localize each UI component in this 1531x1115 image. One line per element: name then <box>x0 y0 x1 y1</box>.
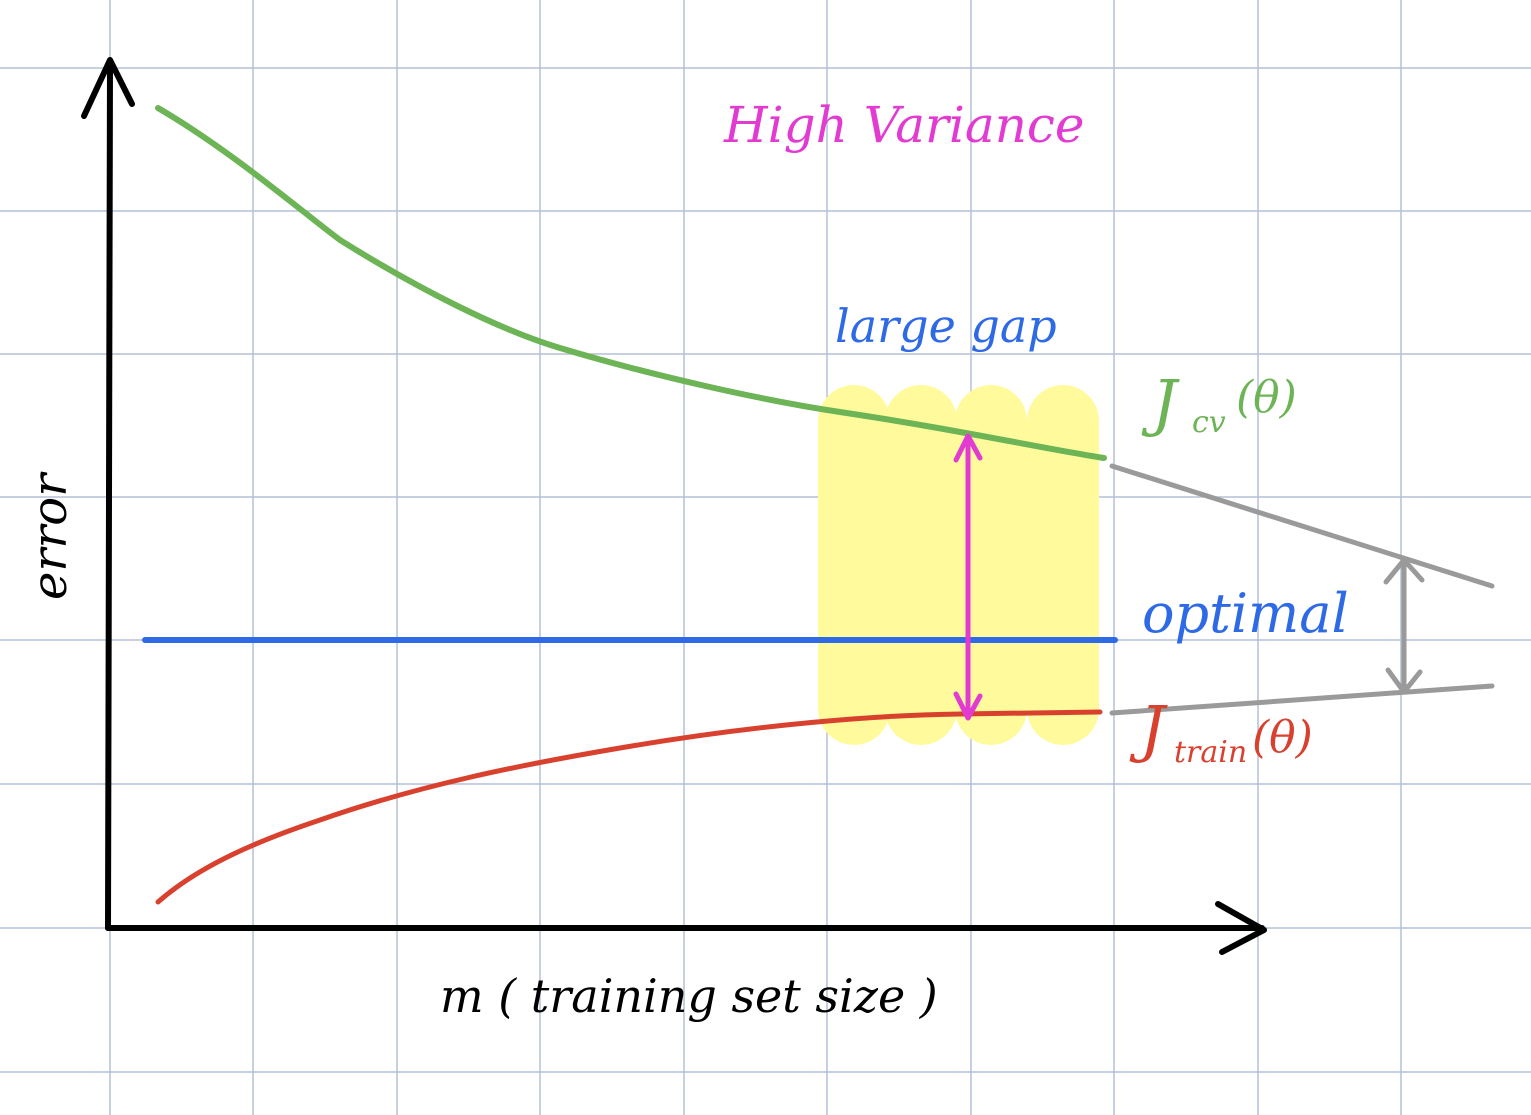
axes <box>81 57 1267 955</box>
cv-error-label: J cv (θ) <box>1141 366 1297 440</box>
optimal-label: optimal <box>1142 582 1349 645</box>
diagram-title: High Variance <box>723 96 1085 154</box>
train-error-curve <box>155 709 1103 905</box>
train-label-letter: J <box>1129 692 1168 765</box>
y-axis-label: error <box>22 471 78 600</box>
train-extrapolation-line <box>1109 683 1495 716</box>
highlight-band-4 <box>1027 385 1099 745</box>
cv-label-argument: (θ) <box>1236 372 1297 423</box>
x-axis-arrowhead <box>1215 901 1267 955</box>
cv-label-letter: J <box>1141 366 1180 439</box>
y-axis-arrowhead <box>81 57 135 119</box>
cv-error-curve <box>155 105 1107 461</box>
highlight-band-2 <box>885 385 957 745</box>
highlight-band-1 <box>818 385 890 745</box>
y-axis <box>105 59 113 931</box>
extrapolated-gap-arrowhead-bottom <box>1385 667 1423 695</box>
highlight-band-3 <box>955 385 1027 745</box>
cv-label-subscript: cv <box>1192 405 1226 440</box>
cv-extrapolation-line <box>1109 463 1495 589</box>
train-label-argument: (θ) <box>1252 712 1313 763</box>
gap-highlight <box>818 385 1099 745</box>
large-gap-label: large gap <box>835 299 1057 353</box>
extrapolated-gap-arrowhead-top <box>1383 557 1425 585</box>
large-gap-arrow <box>953 433 983 721</box>
gap-arrowhead-top <box>953 433 983 463</box>
x-axis-label: m ( training set size ) <box>440 969 938 1023</box>
train-label-subscript: train <box>1174 735 1247 770</box>
gap-arrowhead-bottom <box>953 691 983 721</box>
